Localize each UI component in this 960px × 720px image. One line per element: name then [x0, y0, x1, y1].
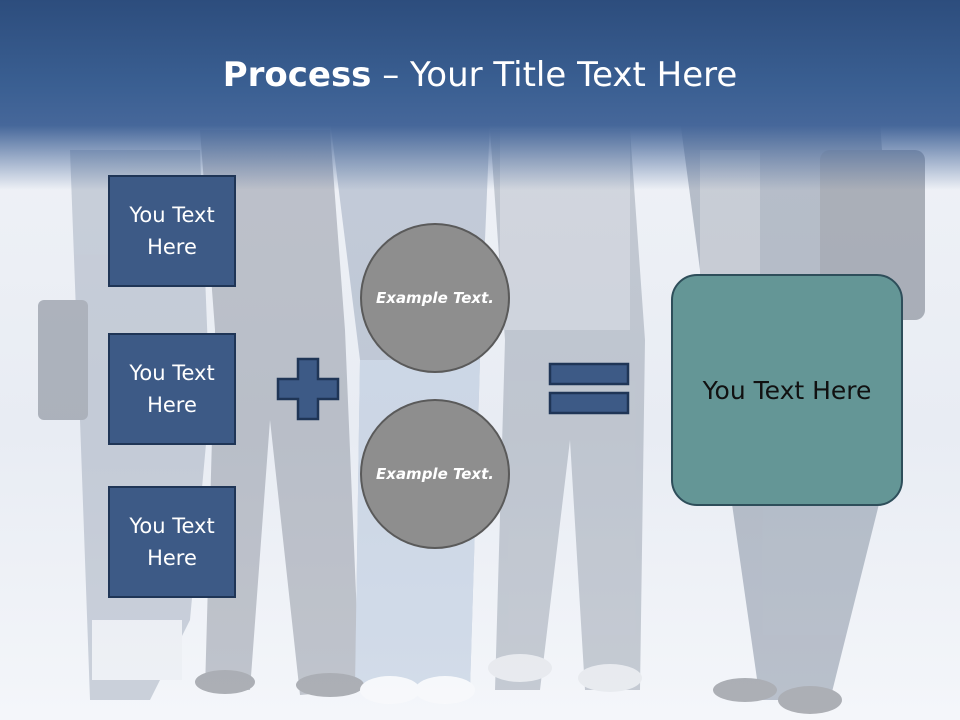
example-circle-2: Example Text.: [360, 399, 510, 549]
plus-icon: [276, 357, 340, 421]
input-box-2: You Text Here: [108, 333, 236, 445]
slide-title: Process – Your Title Text Here: [0, 52, 960, 98]
example-circle-1: Example Text.: [360, 223, 510, 373]
equals-icon: [548, 362, 630, 415]
title-rest: – Your Title Text Here: [371, 55, 738, 95]
result-box: You Text Here: [671, 274, 903, 506]
title-bold: Process: [222, 55, 372, 95]
input-box-1: You Text Here: [108, 175, 236, 287]
title-banner: [0, 0, 960, 190]
input-box-3: You Text Here: [108, 486, 236, 598]
